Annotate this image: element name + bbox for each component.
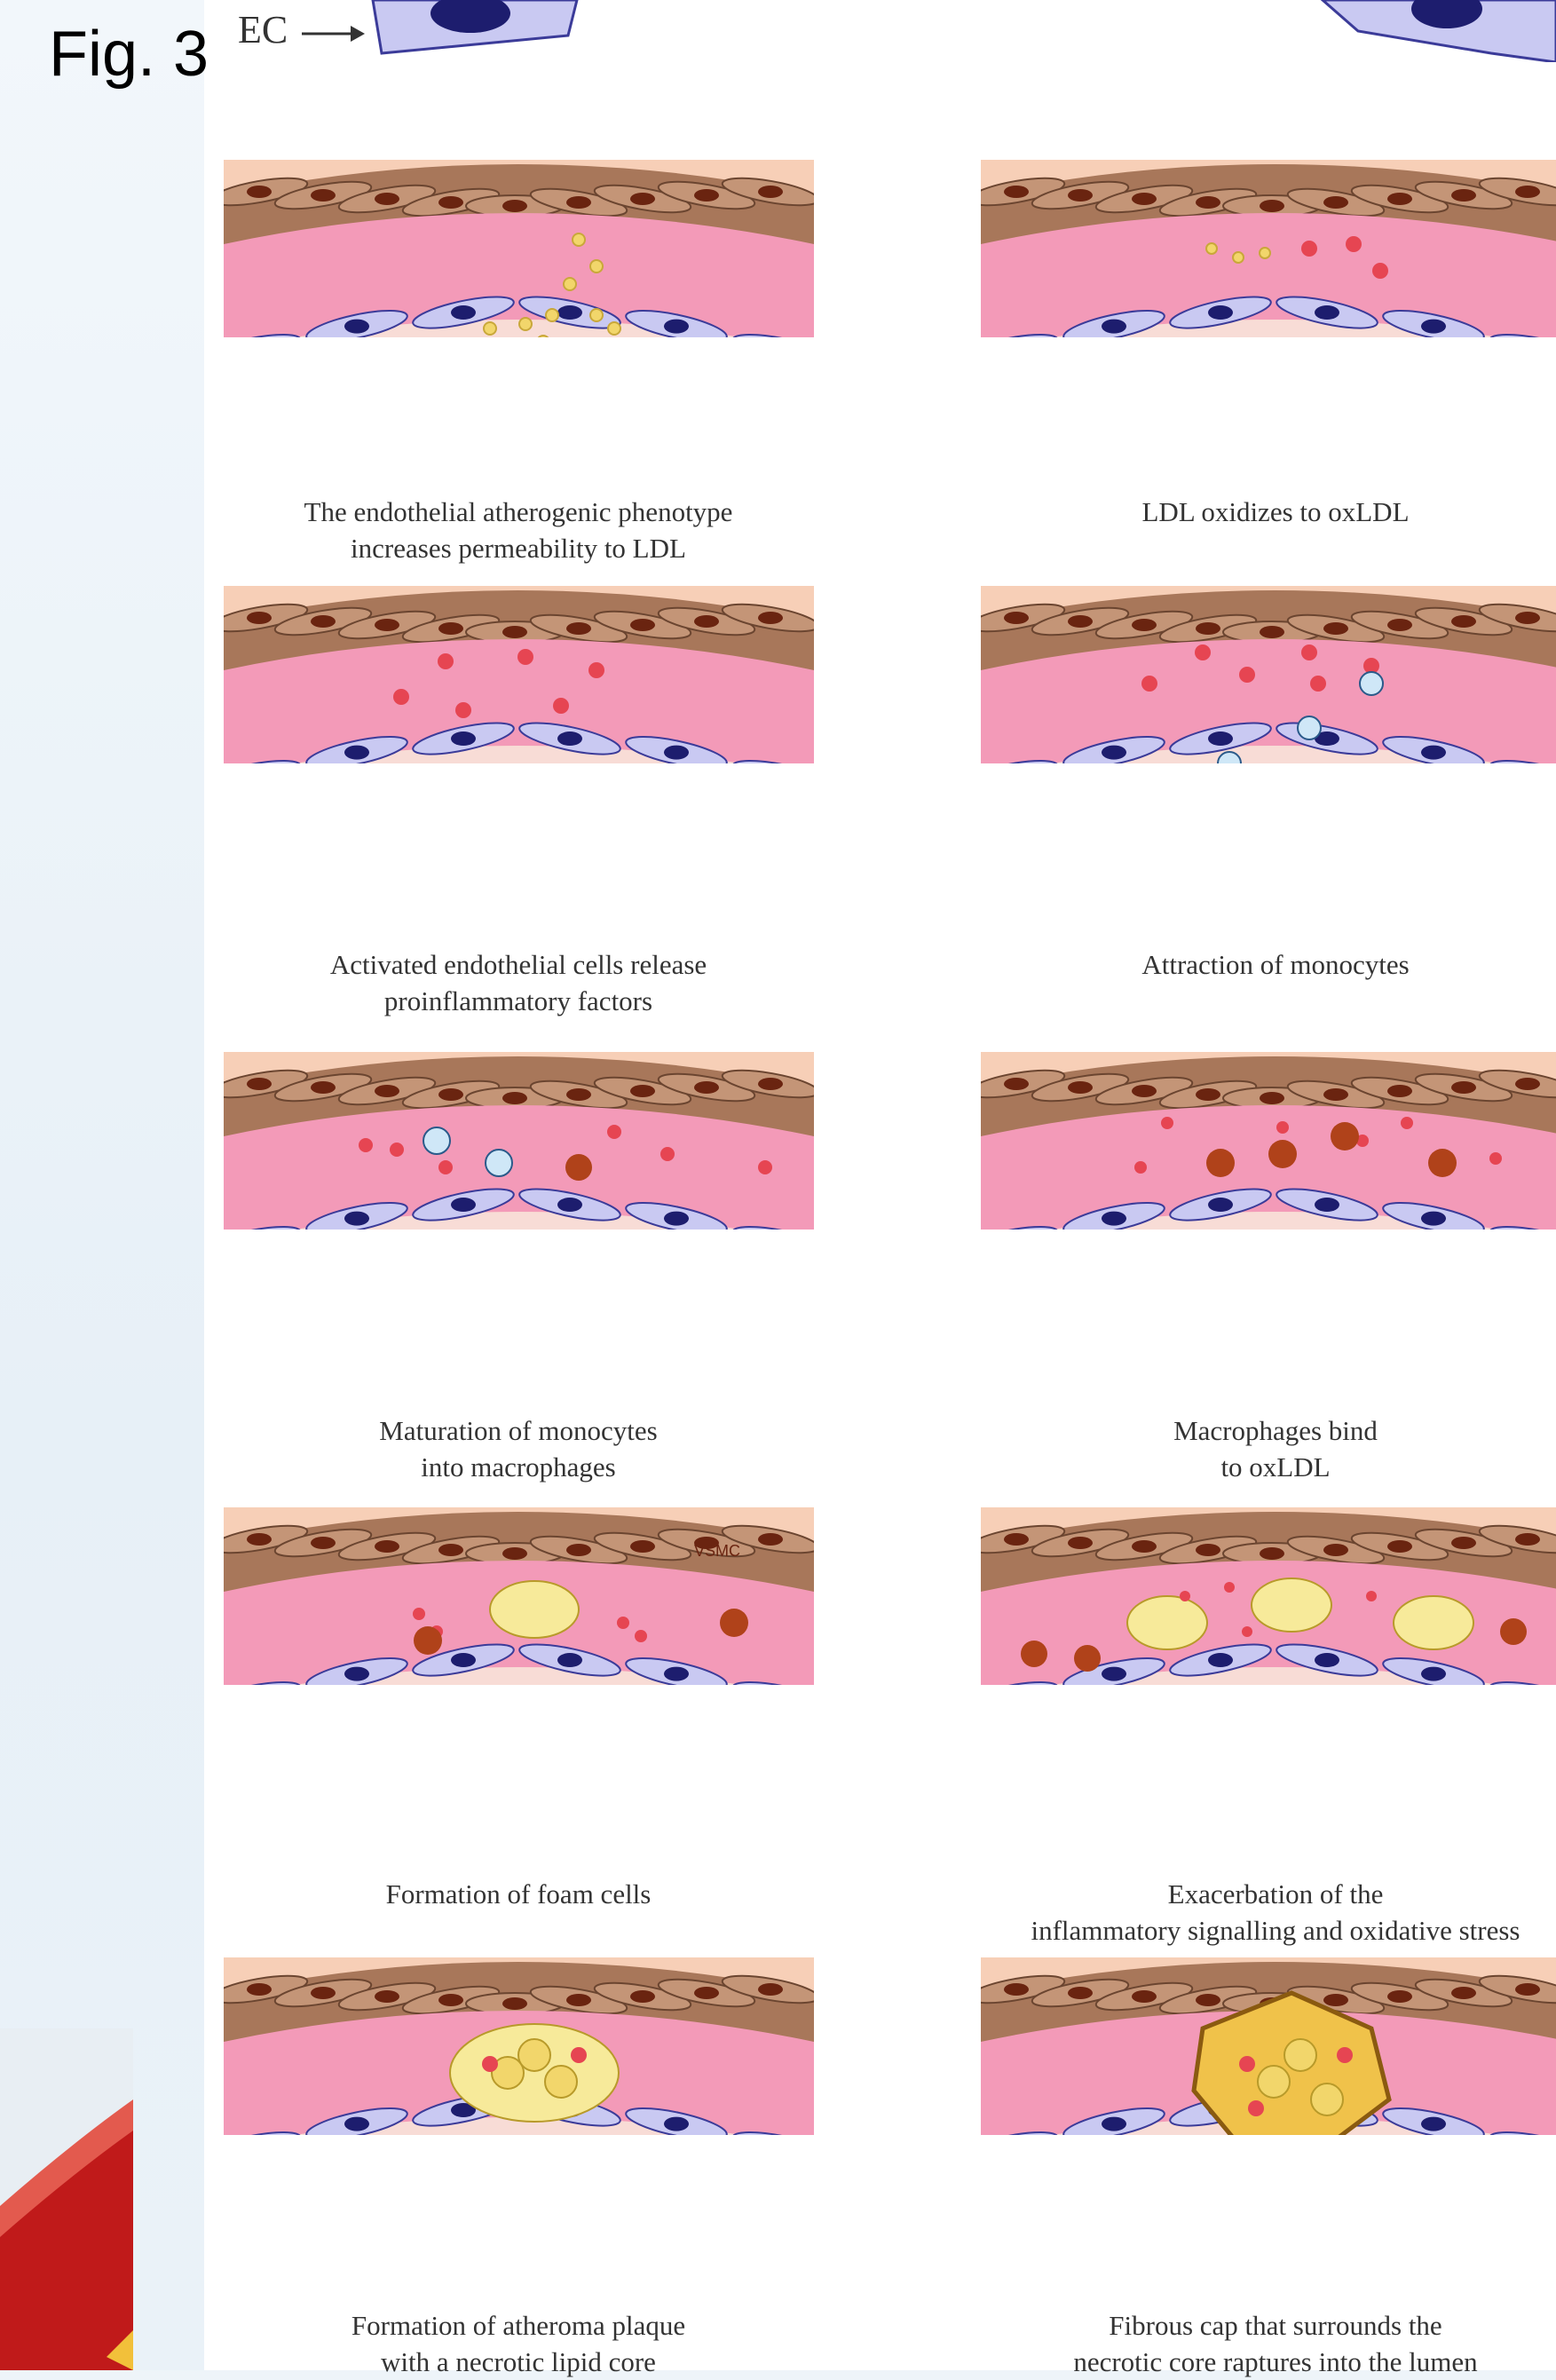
caption-line-2: inflammatory signalling and oxidative st… — [938, 1912, 1556, 1949]
caption-line-1: Formation of atheroma plaque — [181, 2307, 856, 2344]
artery-panel-5 — [224, 1052, 814, 1230]
caption-line-2: necrotic core raptures into the lumen — [938, 2344, 1556, 2380]
caption-line-2: increases permeability to LDL — [181, 530, 856, 566]
top-strip-illustration — [204, 0, 1556, 62]
artery-panel-2 — [981, 160, 1556, 337]
caption-line-1: Attraction of monocytes — [938, 946, 1556, 983]
background-band — [0, 0, 204, 2370]
panel-caption-4: Attraction of monocytes — [938, 946, 1556, 983]
caption-line-2: to oxLDL — [938, 1449, 1556, 1485]
caption-line-2: proinflammatory factors — [181, 983, 856, 1019]
artery-panel-4 — [981, 586, 1556, 763]
ec-label: EC — [238, 7, 368, 52]
panel-caption-2: LDL oxidizes to oxLDL — [938, 494, 1556, 530]
caption-line-2: with a necrotic lipid core — [181, 2344, 856, 2380]
caption-line-2: into macrophages — [181, 1449, 856, 1485]
artery-panel-8 — [981, 1507, 1556, 1685]
caption-line-1: Activated endothelial cells release — [181, 946, 856, 983]
caption-line-1: The endothelial atherogenic phenotype — [181, 494, 856, 530]
ec-label-text: EC — [238, 8, 288, 51]
artery-panel-7: VSMC — [224, 1507, 814, 1685]
ec-arrow-icon — [297, 20, 368, 47]
caption-line-1: Fibrous cap that surrounds the — [938, 2307, 1556, 2344]
caption-line-1: Macrophages bind — [938, 1412, 1556, 1449]
figure-label: Fig. 3 — [49, 18, 209, 91]
caption-line-1: LDL oxidizes to oxLDL — [938, 494, 1556, 530]
caption-line-1: Formation of foam cells — [181, 1876, 856, 1912]
artery-panel-3 — [224, 586, 814, 763]
corner-vessel-illustration — [0, 2028, 133, 2370]
vsmc-label: VSMC — [694, 1542, 740, 1560]
panel-caption-7: Formation of foam cells — [181, 1876, 856, 1912]
caption-line-1: Maturation of monocytes — [181, 1412, 856, 1449]
artery-panel-9 — [224, 1957, 814, 2135]
artery-panel-6 — [981, 1052, 1556, 1230]
artery-panel-10 — [981, 1957, 1556, 2135]
artery-panel-1 — [224, 160, 814, 337]
caption-line-1: Exacerbation of the — [938, 1876, 1556, 1912]
